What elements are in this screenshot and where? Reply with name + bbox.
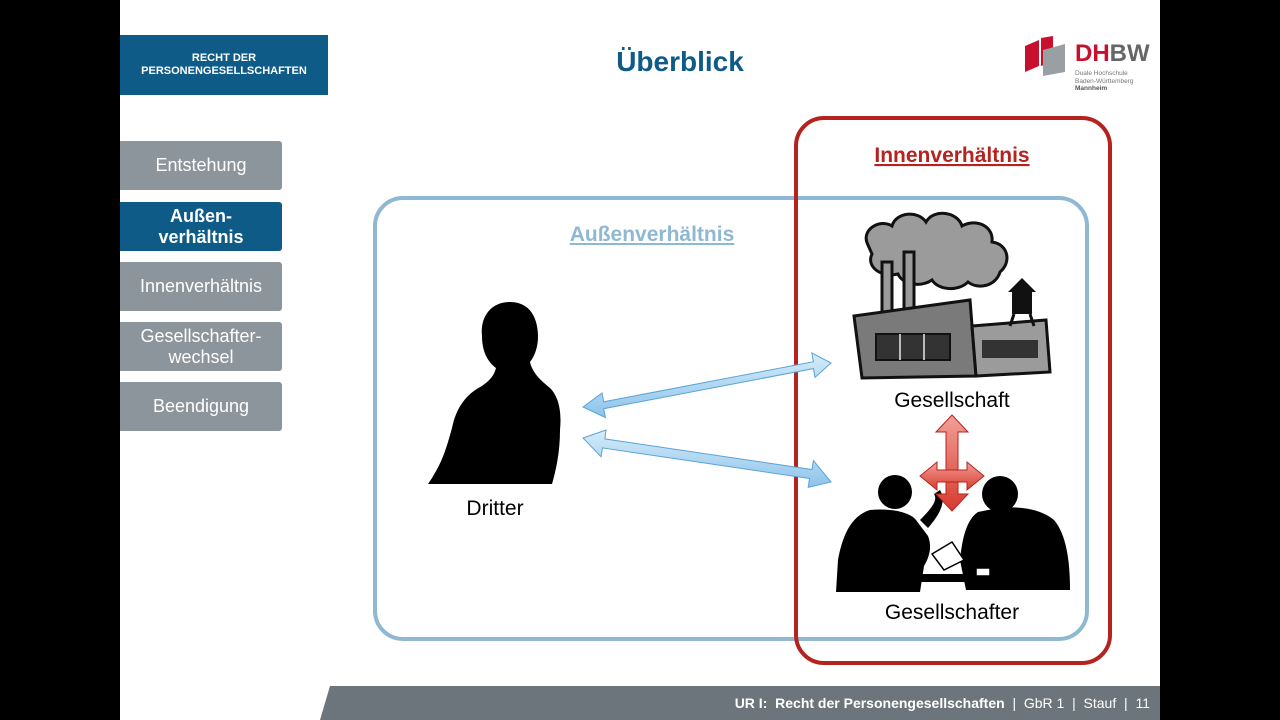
footer-author: Stauf bbox=[1083, 695, 1117, 711]
relationship-diagram: Außenverhältnis Innenverhältnis Dritter … bbox=[373, 116, 1112, 665]
nav-item-gesellschafterwechsel[interactable]: Gesellschafter- wechsel bbox=[120, 322, 282, 371]
inner-relationship-label: Innenverhältnis bbox=[874, 144, 1029, 167]
slide-footer: UR I: Recht der Personengesellschaften |… bbox=[320, 686, 1160, 720]
section-header-line1: RECHT DER bbox=[191, 52, 257, 64]
partners-label: Gesellschafter bbox=[885, 601, 1019, 624]
dhbw-logo-icon bbox=[1025, 36, 1065, 76]
third-party-silhouette-icon bbox=[428, 302, 561, 484]
nav-item-entstehung[interactable]: Entstehung bbox=[120, 141, 282, 190]
arrow-third-party-company bbox=[582, 351, 832, 419]
dhbw-logo-text: DHBW bbox=[1075, 40, 1150, 67]
dhbw-logo-subtitle: Duale Hochschule Baden-Württemberg Mannh… bbox=[1075, 70, 1134, 92]
company-label: Gesellschaft bbox=[894, 389, 1010, 412]
outer-relationship-frame bbox=[373, 196, 1089, 641]
dhbw-logo: DHBW Duale Hochschule Baden-Württemberg … bbox=[1025, 36, 1155, 94]
nav-item-aussenverhaeltnis[interactable]: Außen- verhältnis bbox=[120, 202, 282, 251]
arrow-company-partners bbox=[919, 414, 985, 512]
inner-relationship-frame bbox=[794, 116, 1112, 665]
slide-title: Überblick bbox=[616, 46, 744, 77]
section-header: RECHT DER PERSONENGESELLSCHAFTEN bbox=[120, 35, 328, 95]
outer-relationship-label: Außenverhältnis bbox=[570, 223, 735, 246]
nav-item-beendigung[interactable]: Beendigung bbox=[120, 382, 282, 431]
company-factory-icon bbox=[852, 211, 1052, 380]
nav-item-innenverhaeltnis[interactable]: Innenverhältnis bbox=[120, 262, 282, 311]
footer-page-number: 11 bbox=[1135, 695, 1150, 711]
arrow-third-party-partners bbox=[582, 429, 832, 489]
partners-paper-icon bbox=[930, 540, 966, 571]
footer-topic: Recht der Personengesellschaften bbox=[775, 695, 1005, 711]
slide: RECHT DER PERSONENGESELLSCHAFTEN Überbli… bbox=[120, 0, 1160, 720]
section-header-line2: PERSONENGESELLSCHAFTEN bbox=[141, 65, 307, 77]
third-party-label: Dritter bbox=[466, 497, 523, 520]
footer-course: UR I: bbox=[734, 695, 768, 711]
partners-meeting-icon bbox=[836, 475, 1070, 592]
footer-module: GbR 1 bbox=[1023, 695, 1065, 711]
